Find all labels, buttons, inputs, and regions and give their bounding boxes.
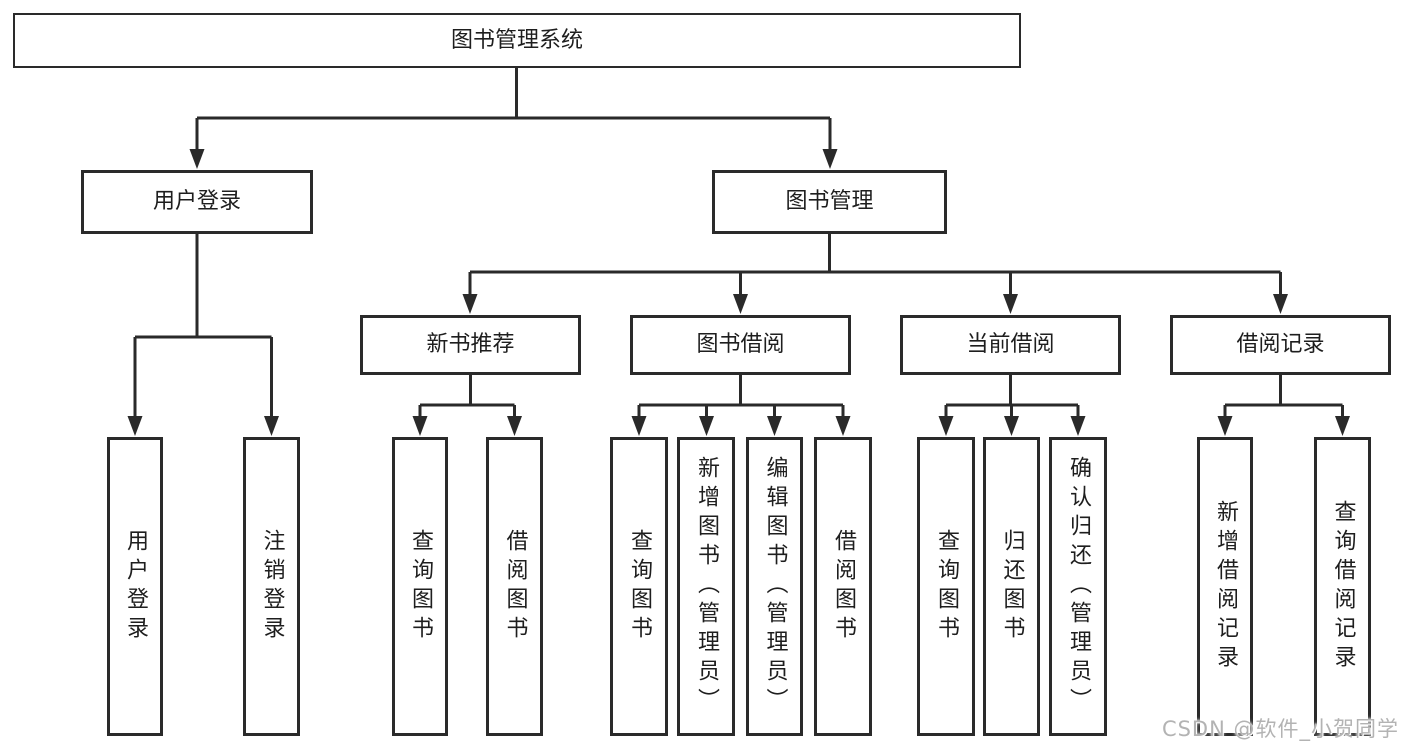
node-current-borrowing: 当前借阅 bbox=[900, 315, 1121, 375]
arrowheads bbox=[127, 149, 1350, 436]
node-label: 图书管理系统 bbox=[450, 27, 583, 53]
arrow-down-icon bbox=[264, 416, 279, 436]
node-query-borrow-record: 查询借阅记录 bbox=[1314, 437, 1371, 736]
node-query-books-recommend: 查询图书 bbox=[392, 437, 448, 736]
connector-edges bbox=[133, 68, 1344, 418]
node-return-book: 归还图书 bbox=[983, 437, 1040, 736]
node-label: 新书推荐 bbox=[426, 332, 515, 358]
node-logout: 注销登录 bbox=[243, 437, 300, 736]
node-label: 注销登录 bbox=[259, 528, 285, 645]
arrow-down-icon bbox=[938, 416, 954, 436]
node-label: 借阅图书 bbox=[502, 528, 528, 645]
arrow-down-icon bbox=[1273, 294, 1288, 314]
node-book-borrowing: 图书借阅 bbox=[630, 315, 851, 375]
node-edit-book-admin: 编辑图书（管理员） bbox=[746, 437, 803, 736]
csdn-watermark: CSDN @软件_小贺同学 bbox=[1161, 717, 1399, 741]
arrow-down-icon bbox=[767, 416, 782, 436]
arrow-down-icon bbox=[699, 416, 714, 436]
arrow-down-icon bbox=[1003, 294, 1018, 314]
node-confirm-return-admin: 确认归还（管理员） bbox=[1049, 437, 1107, 736]
arrow-down-icon bbox=[822, 149, 838, 169]
node-label: 确认归还（管理员） bbox=[1066, 456, 1091, 717]
arrow-down-icon bbox=[1217, 416, 1233, 436]
node-label: 用户登录 bbox=[123, 528, 148, 645]
node-user-login: 用户登录 bbox=[107, 437, 163, 736]
arrow-down-icon bbox=[1004, 416, 1019, 436]
node-label: 当前借阅 bbox=[966, 332, 1055, 358]
node-library-management-system: 图书管理系统 bbox=[13, 13, 1021, 68]
node-label: 借阅图书 bbox=[831, 528, 856, 645]
node-label: 查询图书 bbox=[408, 528, 433, 645]
arrow-down-icon bbox=[1335, 416, 1350, 436]
node-label: 查询图书 bbox=[627, 528, 652, 645]
node-label: 查询借阅记录 bbox=[1330, 499, 1356, 674]
arrow-down-icon bbox=[462, 294, 478, 314]
node-new-book-recommend: 新书推荐 bbox=[360, 315, 581, 375]
node-borrow-books: 借阅图书 bbox=[814, 437, 872, 736]
arrow-down-icon bbox=[189, 149, 205, 169]
node-label: 图书管理 bbox=[785, 189, 874, 215]
node-query-books-borrowing: 查询图书 bbox=[610, 437, 668, 736]
node-label: 用户登录 bbox=[152, 189, 241, 215]
arrow-down-icon bbox=[1070, 416, 1086, 436]
node-label: 图书借阅 bbox=[696, 332, 785, 358]
node-label: 新增借阅记录 bbox=[1213, 499, 1238, 674]
arrow-down-icon bbox=[733, 294, 748, 314]
node-book-management-module: 图书管理 bbox=[712, 170, 947, 234]
arrow-down-icon bbox=[127, 416, 143, 436]
node-query-books-current: 查询图书 bbox=[917, 437, 975, 736]
node-label: 借阅记录 bbox=[1236, 332, 1325, 358]
node-label: 编辑图书（管理员） bbox=[762, 456, 788, 717]
node-label: 归还图书 bbox=[999, 528, 1025, 645]
node-label: 查询图书 bbox=[934, 528, 959, 645]
node-borrow-books-recommend: 借阅图书 bbox=[486, 437, 543, 736]
arrow-down-icon bbox=[835, 416, 851, 436]
arrow-down-icon bbox=[507, 416, 522, 436]
node-borrowing-records: 借阅记录 bbox=[1170, 315, 1391, 375]
node-label: 新增图书（管理员） bbox=[694, 456, 719, 717]
arrow-down-icon bbox=[631, 416, 647, 436]
node-add-book-admin: 新增图书（管理员） bbox=[677, 437, 735, 736]
arrow-down-icon bbox=[412, 416, 428, 436]
node-user-login-module: 用户登录 bbox=[81, 170, 313, 234]
node-add-borrow-record: 新增借阅记录 bbox=[1197, 437, 1253, 736]
